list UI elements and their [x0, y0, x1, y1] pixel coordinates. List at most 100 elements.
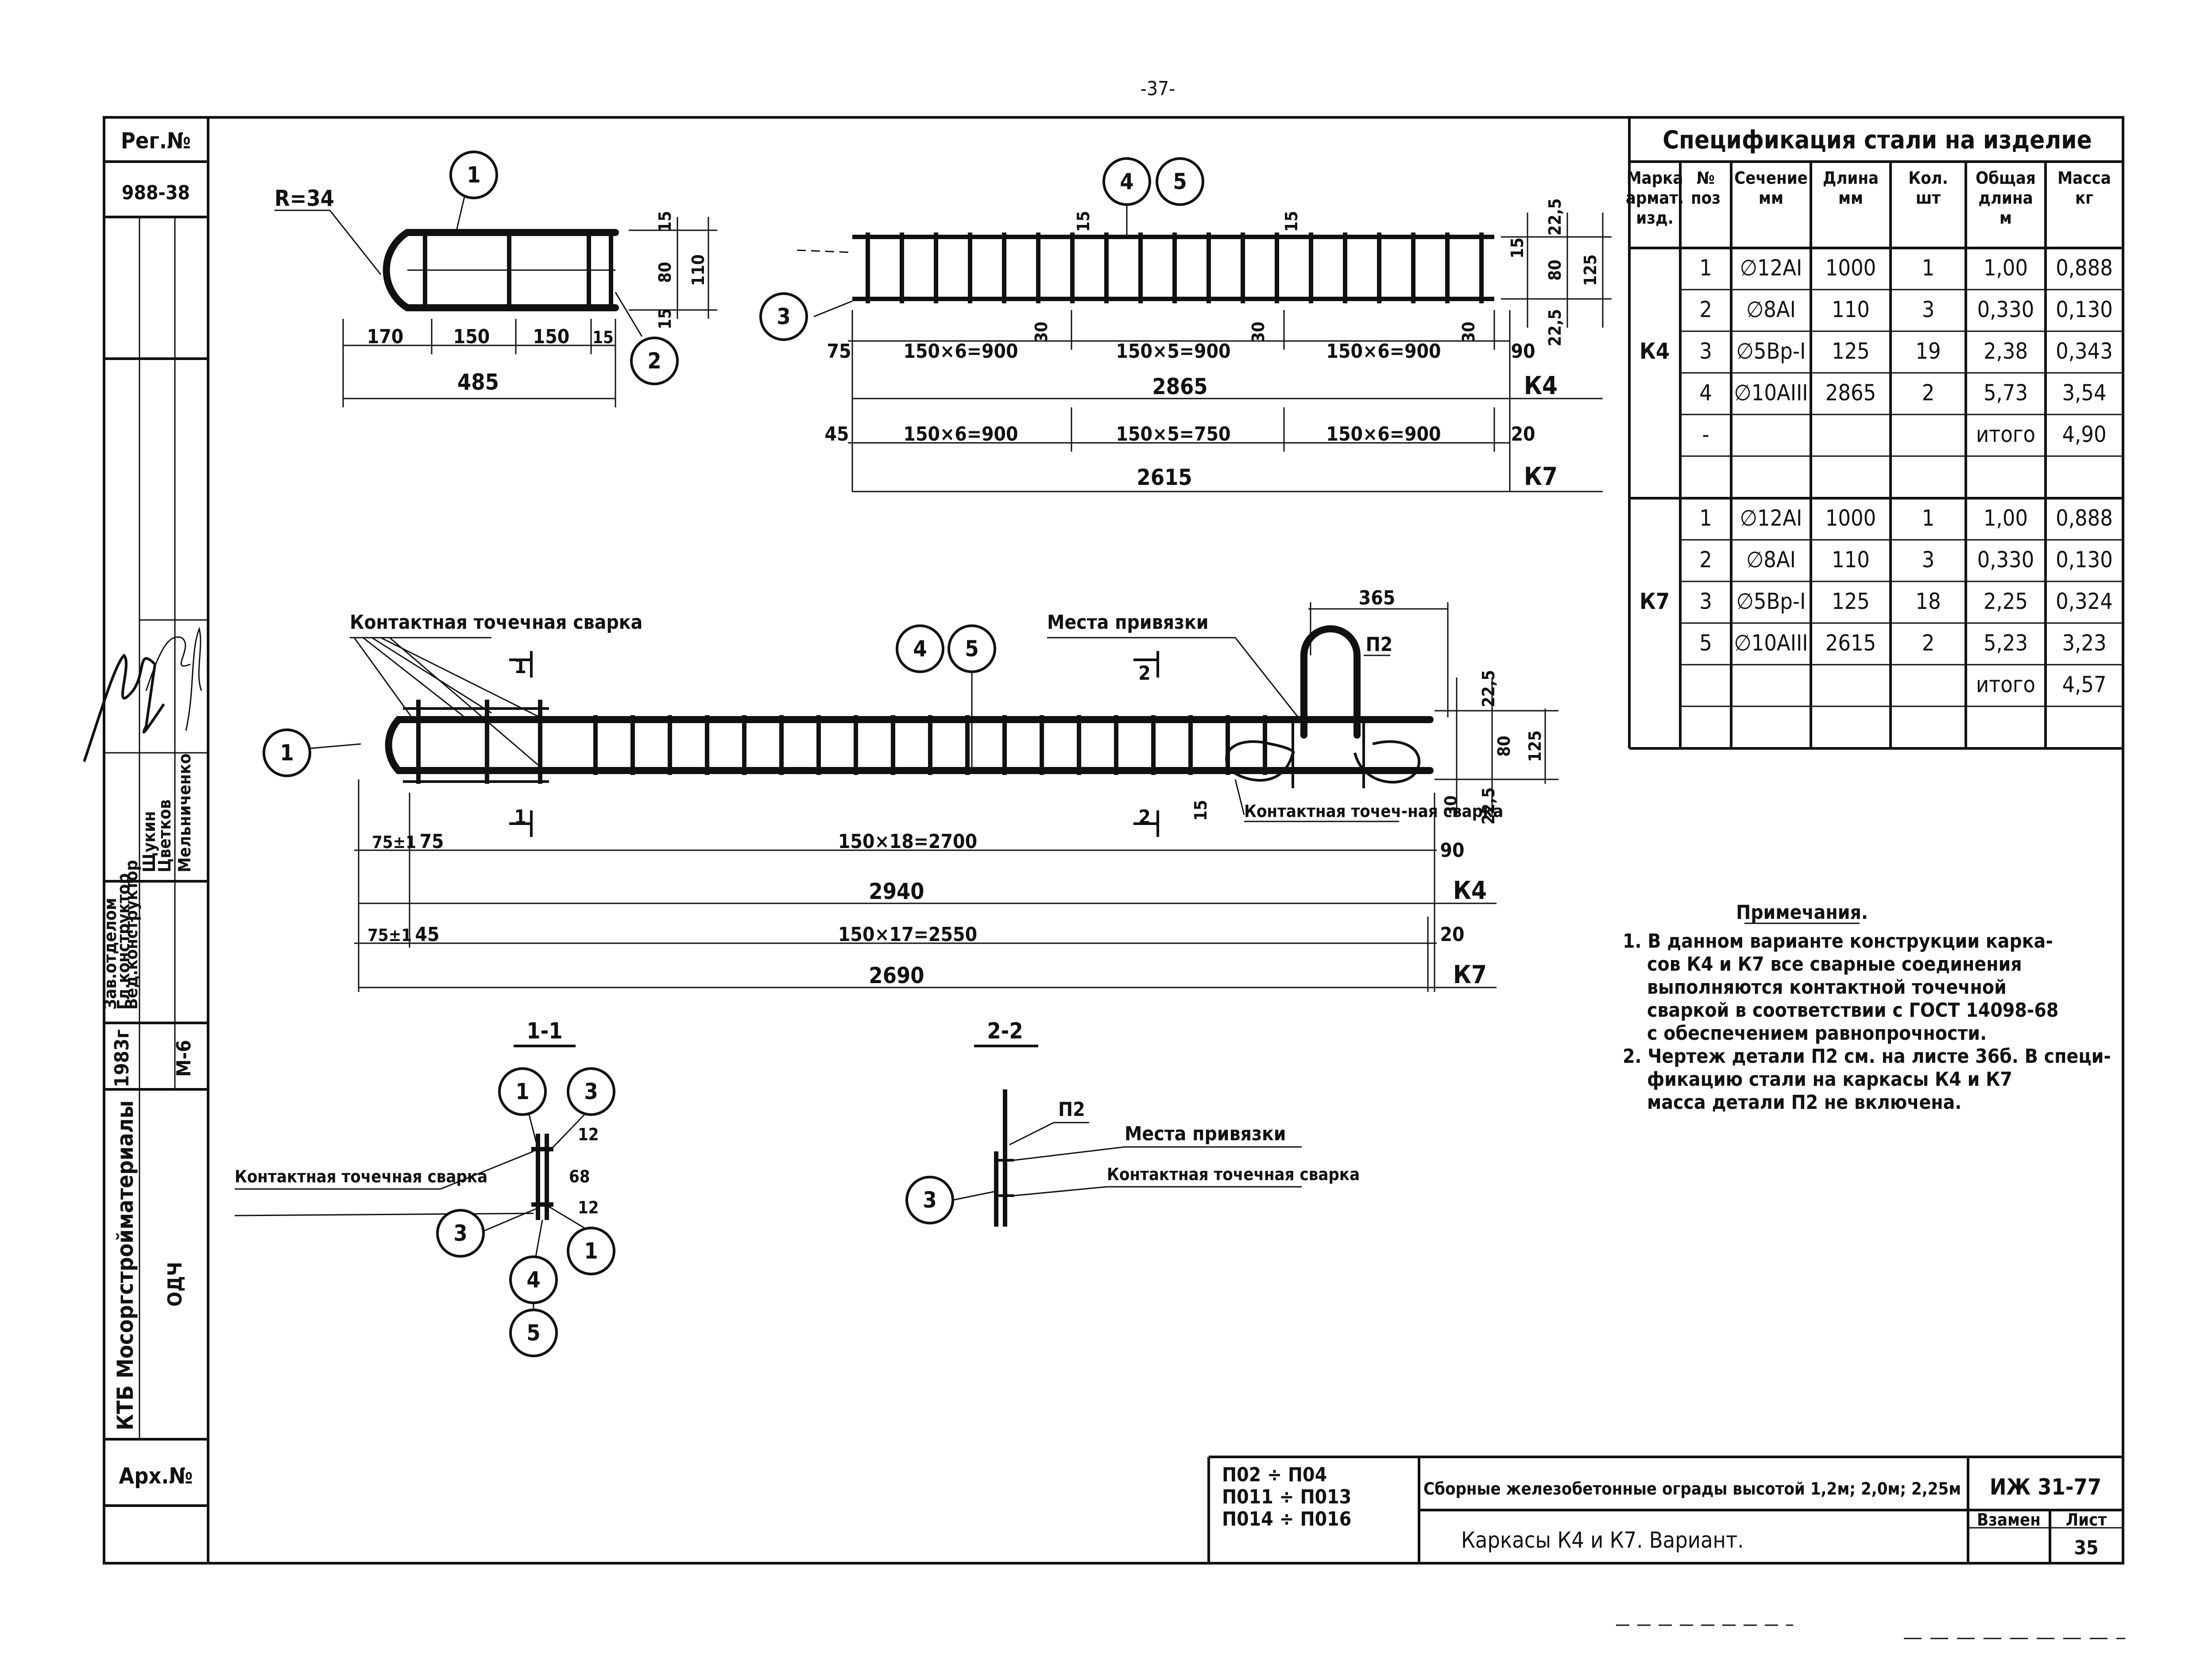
dim-tr-125: 125	[1581, 254, 1600, 286]
r1-75: 75	[419, 830, 444, 853]
signature-2	[145, 636, 191, 691]
callout-4a: 4	[1120, 169, 1133, 194]
dim-m-125: 125	[1525, 730, 1545, 762]
note-line: 2. Чертеж детали П2 см. на листе 36б. В …	[1623, 1045, 2111, 1068]
signature-3	[185, 627, 202, 731]
s2-p2: П2	[1058, 1098, 1085, 1121]
label-weld: Контактная точечная сварка	[350, 611, 642, 634]
dim-r110: 110	[688, 254, 708, 286]
spec-cell: 110	[1832, 297, 1870, 322]
spec-cell: ∅8АI	[1746, 547, 1796, 573]
spec-cell: 0,330	[1977, 297, 2034, 322]
dim-top-15b: 15	[1282, 211, 1301, 232]
callout-3d: 3	[923, 1187, 936, 1213]
spec-title: Спецификация стали на изделие	[1663, 126, 2092, 155]
note-line: выполняются контактной точечной	[1647, 976, 2007, 999]
r2-2550: 150×17=2550	[838, 923, 977, 946]
notes: Примечания. 1. В данном варианте констру…	[1623, 901, 2111, 1114]
spec-header-cell: Общая	[1976, 168, 2036, 188]
spec-cell: 1000	[1825, 505, 1876, 531]
left-stamp: Рег.№ 988-38 Арх.№ КТБ Мосоргстройматери…	[83, 128, 208, 1507]
spec-cell: 4	[1699, 380, 1712, 406]
code-2: П011 ÷ П013	[1222, 1486, 1351, 1508]
spec-header-cell: Масса	[2057, 168, 2111, 188]
spec-cell: 5,73	[1984, 380, 2028, 406]
r1-90: 90	[1440, 839, 1464, 862]
dim-m-30: 30	[1441, 795, 1461, 817]
k7r-900c: 150×6=900	[1326, 423, 1441, 445]
notes-title: Примечания.	[1736, 901, 1868, 924]
spec-cell: 2865	[1825, 380, 1876, 406]
spec-header-cell: мм	[1759, 188, 1783, 208]
sheet-number: 35	[2074, 1537, 2098, 1559]
title-block: П02 ÷ П04 П011 ÷ П013 П014 ÷ П016 Сборны…	[1207, 1456, 2123, 1563]
role-chief: Гл.конструктор	[114, 873, 133, 1010]
callout-1d: 1	[584, 1238, 598, 1264]
k4r-900a: 150×6=900	[903, 340, 1018, 363]
u-bar-top	[383, 229, 619, 311]
k7r-20: 20	[1511, 423, 1535, 445]
r2-20: 20	[1440, 923, 1464, 946]
note-line: сваркой в соответствии с ГОСТ 14098-68	[1647, 999, 2058, 1022]
spec-cell: 3	[1699, 338, 1712, 364]
sec1-mark-bottom: 1	[514, 806, 526, 829]
note-line: фикацию стали на каркасы К4 и К7	[1647, 1068, 2012, 1091]
dim-tr-22b: 22,5	[1545, 309, 1565, 346]
spec-cell: 4,57	[2062, 672, 2106, 697]
section-2-2: 2-2 П2 Места привязки Контактная точечна…	[905, 1018, 1360, 1227]
spec-cell: ∅10АIII	[1734, 630, 1808, 656]
spec-cell: 3,54	[2062, 380, 2106, 406]
spec-cell: 0,130	[2056, 547, 2113, 573]
spec-cell: 2615	[1825, 630, 1876, 656]
s1-12a: 12	[578, 1125, 599, 1144]
dim-r15b: 15	[655, 308, 675, 329]
spec-cell: 2	[1922, 630, 1935, 656]
callout-4c: 4	[526, 1267, 540, 1293]
dim-tr-15: 15	[1508, 237, 1527, 259]
main-view: Контактная точечная сварка Места привязк…	[263, 587, 1558, 992]
list-label: Лист	[2066, 1510, 2107, 1530]
spec-cell: 5	[1699, 630, 1712, 656]
k4r-90: 90	[1511, 340, 1535, 363]
spec-cell: 0,888	[2056, 505, 2113, 531]
p2-loop	[1300, 625, 1361, 739]
spec-cell: 3	[1922, 297, 1935, 322]
spec-header-cell: Сечение	[1734, 168, 1808, 188]
callout-5a: 5	[1173, 169, 1187, 194]
spec-header-cell: Кол.	[1908, 168, 1948, 188]
note-line: с обеспечением равнопрочности.	[1647, 1022, 1987, 1045]
sec2-mark-top: 2	[1138, 662, 1151, 685]
note-line: 1. В данном варианте конструкции карка-	[1623, 930, 2053, 953]
k7-total: 2615	[1137, 465, 1192, 490]
spec-cell: 2,38	[1984, 338, 2028, 364]
outer-frame	[103, 116, 2124, 1565]
spec-header-cell: изд.	[1636, 208, 1673, 228]
spec-cell: ∅5Вр-I	[1736, 338, 1806, 364]
section-2-2-title: 2-2	[987, 1018, 1023, 1044]
section-1-1-title: 1-1	[526, 1018, 562, 1044]
r1-2700: 150×18=2700	[838, 830, 977, 853]
k4r-900c: 150×6=900	[1326, 340, 1441, 363]
spec-cell: 1,00	[1984, 255, 2028, 281]
spec-cell: 5,23	[1984, 630, 2028, 656]
spec-cell: 0,888	[2056, 255, 2113, 281]
note-line: сов К4 и К7 все сварные соединения	[1647, 953, 2022, 976]
spec-cell: 4,90	[2062, 422, 2106, 447]
k7r-45: 45	[824, 423, 849, 445]
reg-number: 988-38	[122, 182, 190, 204]
stamp-code: ОДЧ	[164, 1262, 186, 1307]
spec-cell: 0,324	[2056, 589, 2113, 614]
p2-label: П2	[1366, 633, 1393, 656]
spec-cell: 1	[1922, 255, 1935, 281]
dim-m-22b: 22,5	[1479, 787, 1498, 825]
spec-cell: 1	[1699, 505, 1712, 531]
spec-cell: 19	[1915, 338, 1941, 364]
spec-cell: 2	[1699, 297, 1712, 322]
label-weld-2: Контактная точеч-ная сварка	[1244, 802, 1503, 821]
name-3: Мельниченко	[175, 754, 194, 872]
r2-45: 45	[415, 923, 439, 946]
s1-68: 68	[569, 1167, 590, 1186]
dim-30b: 30	[1249, 321, 1268, 343]
spec-cell: итого	[1976, 672, 2035, 697]
k7r-900a: 150×6=900	[903, 423, 1018, 445]
